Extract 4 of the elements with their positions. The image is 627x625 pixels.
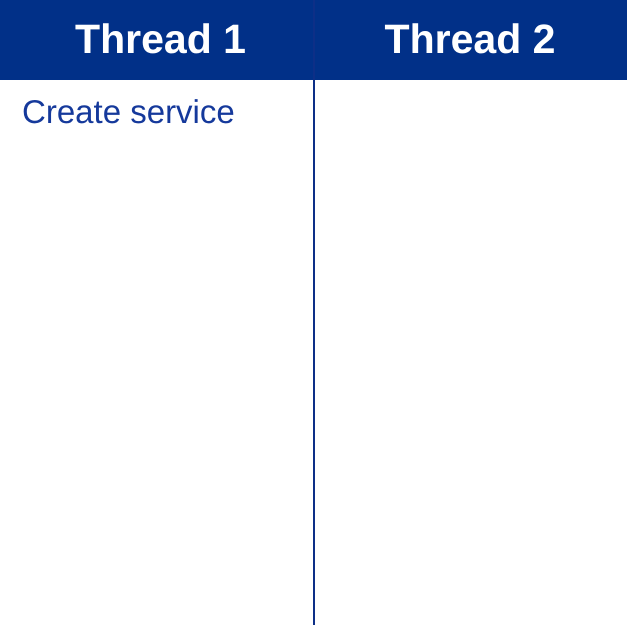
lane-header: Thread 1 — [0, 0, 313, 80]
step-text: Create service — [22, 92, 235, 132]
swimlane — [0, 0, 315, 625]
lane-header: Thread 2 — [315, 0, 627, 80]
